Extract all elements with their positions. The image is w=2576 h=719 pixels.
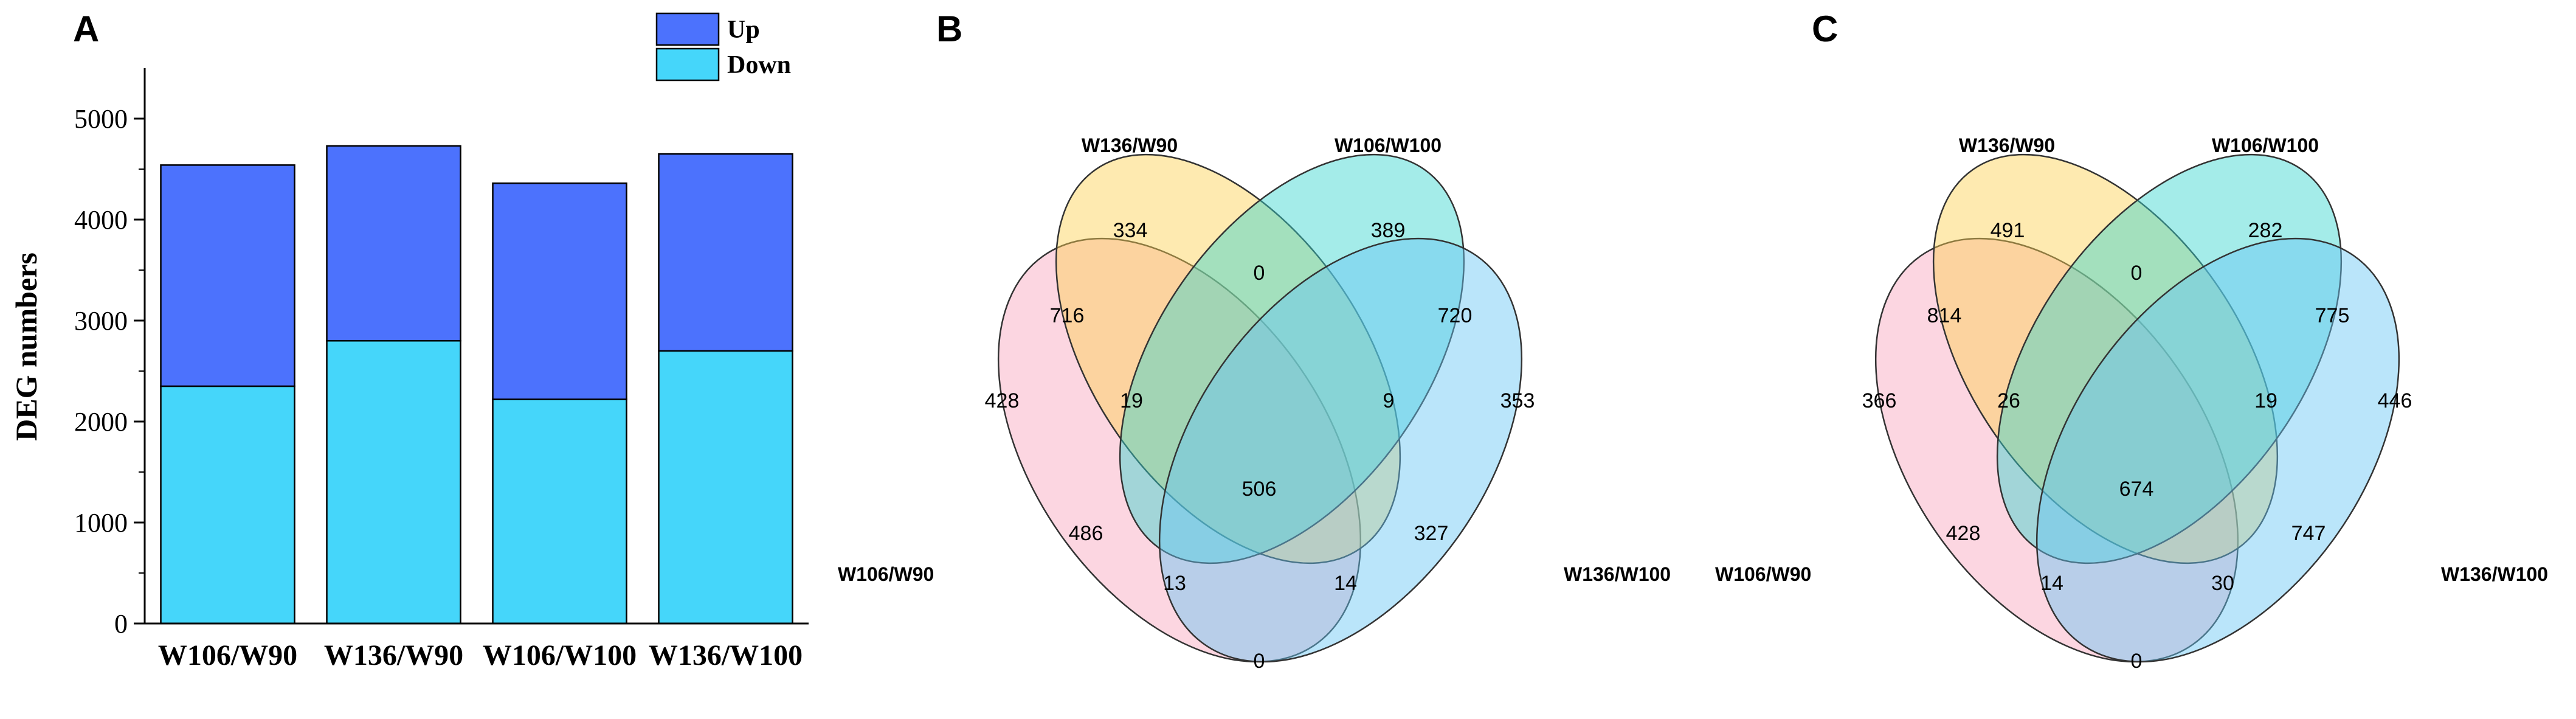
venn-region-only-w106-w100: 282 xyxy=(2248,219,2283,242)
venn-region-w106-w90-and-w106-w100: 428 xyxy=(1946,522,1981,545)
venn-region-all-four: 506 xyxy=(1242,478,1277,501)
y-tick-label: 1000 xyxy=(74,508,128,538)
x-ticks: W106/W90 W136/W90 W106/W100 W136/W100 xyxy=(158,639,803,672)
venn-region-w106-w90-and-w136-w90-and-w136-w100: 30 xyxy=(2211,572,2234,595)
ellipse-w136-w100 xyxy=(1158,237,1523,663)
bar-up-4 xyxy=(658,153,793,352)
venn-region-w106-w90-and-w136-w90: 716 xyxy=(1050,304,1085,327)
x-tick-label: W136/W100 xyxy=(649,639,803,672)
venn-set-label: W106/W90 xyxy=(838,563,934,585)
venn-set-label: W136/W90 xyxy=(1959,134,2055,156)
venn-region-w136-w90-and-w106-w100: 0 xyxy=(2131,262,2143,285)
y-axis-label: DEG numbers xyxy=(9,252,43,441)
y-tick-label: 2000 xyxy=(74,407,128,437)
legend-swatch-up xyxy=(655,12,720,46)
venn-region-w106-w100-and-w136-w100: 775 xyxy=(2315,304,2350,327)
venn-region-w106-w90-and-w106-w100-and-w136-w100: 14 xyxy=(2040,572,2063,595)
venn-region-only-w136-w100: 353 xyxy=(1500,389,1535,412)
bar-down-4 xyxy=(658,350,793,625)
venn-region-w106-w90-and-w136-w90-and-w106-w100: 19 xyxy=(1120,389,1143,412)
legend-label-up: Up xyxy=(727,16,760,44)
ellipse-w136-w100 xyxy=(2036,237,2400,663)
legend-swatch-down xyxy=(655,47,720,82)
venn-region-only-w136-w90: 491 xyxy=(1991,219,2025,242)
y-tick-label: 0 xyxy=(114,609,128,639)
bar-bars xyxy=(160,145,793,625)
venn-region-only-w136-w100: 446 xyxy=(2378,389,2412,412)
ellipse-w106-w90 xyxy=(1874,237,2239,663)
venn-region-w106-w90-and-w136-w90-and-w136-w100: 14 xyxy=(1334,572,1357,595)
y-tick-label: 5000 xyxy=(74,104,128,134)
venn-region-w106-w90-and-w136-w90: 814 xyxy=(1927,304,1962,327)
venn-region-w106-w90-and-w136-w100: 0 xyxy=(1254,650,1265,673)
venn-region-only-w106-w90: 366 xyxy=(1862,389,1897,412)
x-tick-label: W106/W90 xyxy=(158,639,297,672)
venn-region-w106-w90-and-w136-w90-and-w106-w100: 26 xyxy=(1997,389,2020,412)
venn-region-w136-w90-and-w106-w100: 0 xyxy=(1254,262,1265,285)
panel-letter-a: A xyxy=(73,9,99,49)
bar-up-2 xyxy=(326,145,461,342)
venn-region-all-four: 674 xyxy=(2119,478,2154,501)
venn-set-label: W106/W100 xyxy=(1335,134,1442,156)
x-tick-label: W106/W100 xyxy=(483,639,637,672)
y-tick-label: 4000 xyxy=(74,205,128,235)
ellipse-w106-w90 xyxy=(997,237,1362,663)
x-tick-label: W136/W90 xyxy=(324,639,463,672)
ellipse-w136-w90 xyxy=(1932,153,2279,564)
venn-region-w136-w90-and-w106-w100-and-w136-w100: 19 xyxy=(2254,389,2277,412)
venn-set-label: W136/W100 xyxy=(2441,563,2548,585)
bar-up-1 xyxy=(160,164,295,387)
venn-region-only-w136-w90: 334 xyxy=(1113,219,1148,242)
venn-region-w106-w90-and-w106-w100-and-w136-w100: 13 xyxy=(1163,572,1186,595)
venn-region-only-w106-w90: 428 xyxy=(985,389,1020,412)
venn-set-label: W106/W90 xyxy=(1715,563,1811,585)
venn-region-w136-w90-and-w136-w100: 327 xyxy=(1414,522,1449,545)
venn-region-w106-w90-and-w136-w100: 0 xyxy=(2131,650,2143,673)
panel-letter-b: B xyxy=(936,9,962,49)
bar-down-3 xyxy=(492,398,627,625)
panel-letter-c: C xyxy=(1812,9,1838,49)
bar-down-1 xyxy=(160,385,295,625)
venn-region-w106-w90-and-w106-w100: 486 xyxy=(1069,522,1103,545)
bar-up-3 xyxy=(492,182,627,400)
legend-label-down: Down xyxy=(727,51,791,79)
y-tick-label: 3000 xyxy=(74,306,128,336)
ellipse-w136-w90 xyxy=(1055,153,1401,564)
venn-region-only-w106-w100: 389 xyxy=(1371,219,1406,242)
venn-set-label: W136/W90 xyxy=(1082,134,1178,156)
venn-region-w136-w90-and-w136-w100: 747 xyxy=(2291,522,2326,545)
y-ticks: 0 1000 2000 3000 4000 5000 xyxy=(74,104,145,639)
venn-set-label: W106/W100 xyxy=(2212,134,2319,156)
venn-region-w136-w90-and-w106-w100-and-w136-w100: 9 xyxy=(1383,389,1395,412)
bar-down-2 xyxy=(326,339,461,625)
venn-set-label: W136/W100 xyxy=(1564,563,1671,585)
venn-region-w106-w100-and-w136-w100: 720 xyxy=(1438,304,1473,327)
